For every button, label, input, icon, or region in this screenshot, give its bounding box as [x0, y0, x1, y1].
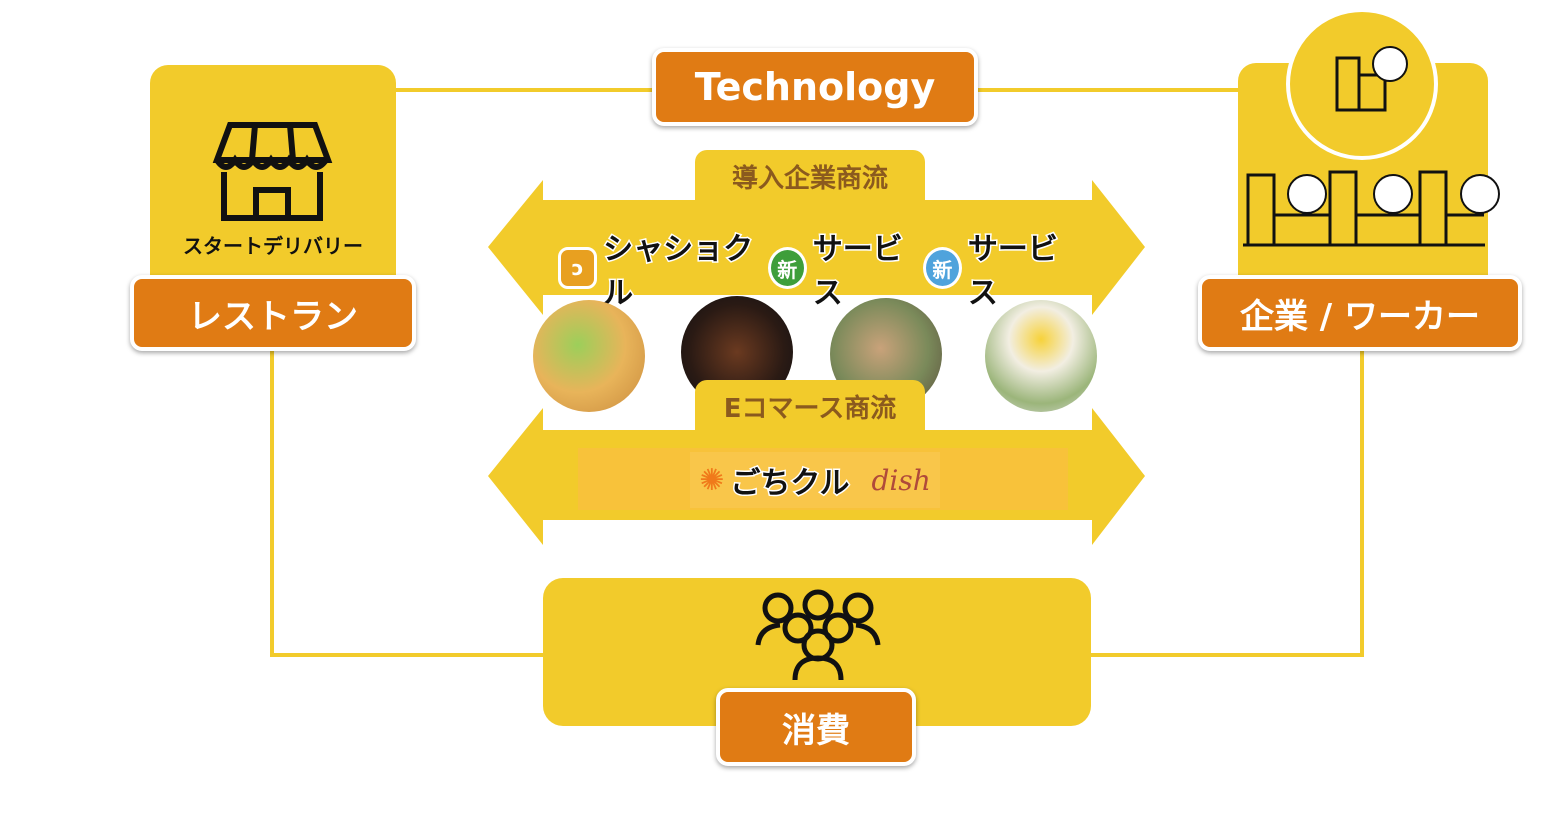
ecommerce-services: ✺ごちクル dish: [690, 452, 940, 508]
new-badge: 新: [767, 247, 807, 289]
company-label: 企業 / ワーカー: [1198, 275, 1522, 351]
corporate-flow-arrow: [488, 180, 1145, 315]
storefront-icon: [212, 122, 333, 221]
corporate-flow-title: 導入企業商流: [695, 150, 925, 202]
restaurant-box: [150, 65, 396, 305]
people-group-icon: [755, 589, 881, 681]
ecommerce-flow-title: Eコマース商流: [695, 380, 925, 432]
service-dish: dish: [871, 463, 931, 497]
service-new-1: 新サービス: [767, 224, 923, 313]
service-gochikuru: ✺ごちクル: [699, 462, 851, 503]
technology-label: Technology: [652, 48, 978, 126]
service-new-2: 新サービス: [922, 224, 1078, 313]
restaurant-label: レストラン: [130, 275, 416, 351]
food-photo-salad: [533, 300, 645, 412]
consumption-label: 消費: [716, 688, 916, 766]
sun-logo-icon: ✺: [699, 462, 725, 498]
restaurant-brand: スタートデリバリー: [183, 234, 363, 258]
new-badge: 新: [922, 247, 962, 289]
consumption-box: [543, 578, 1091, 726]
buildings-workers-icon: [1243, 56, 1485, 247]
shashokuru-logo-icon: ↄ: [558, 247, 598, 289]
food-photo-egg-salad: [985, 300, 1097, 412]
